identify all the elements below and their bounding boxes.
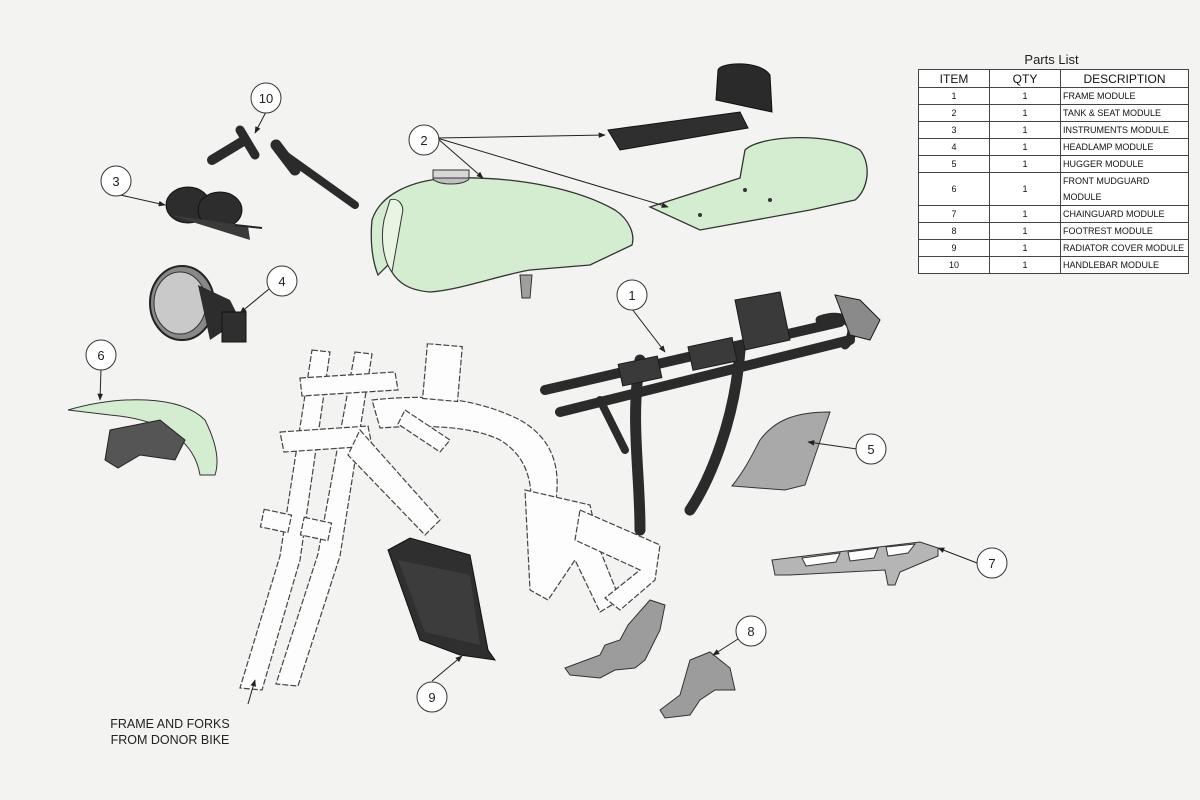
callout-2: 2: [408, 124, 440, 156]
svg-text:4: 4: [278, 274, 285, 289]
callout-9: 9: [416, 681, 448, 713]
cell-description: TANK & SEAT MODULE: [1060, 104, 1189, 122]
callout-5: 5: [855, 433, 887, 465]
parts-list-title: Parts List: [1024, 52, 1079, 67]
front-mudguard-part: [67, 399, 218, 476]
table-row: 5 1 HUGGER MODULE: [918, 155, 1189, 173]
cell-qty: 1: [989, 138, 1061, 156]
table-row: 1 1 FRAME MODULE: [918, 87, 1189, 105]
chainguard-part: [771, 541, 939, 586]
callout-4: 4: [266, 265, 298, 297]
table-row: 3 1 INSTRUMENTS MODULE: [918, 121, 1189, 139]
cell-qty: 1: [989, 104, 1061, 122]
hugger-part: [731, 411, 831, 491]
caption-line-1: FRAME AND FORKS: [110, 717, 230, 731]
fuel-tank-part: [370, 169, 634, 299]
table-row: 8 1 FOOTREST MODULE: [918, 222, 1189, 240]
callout-10: 10: [250, 82, 282, 114]
cell-item: 10: [918, 256, 990, 274]
cell-description: INSTRUMENTS MODULE: [1060, 121, 1189, 139]
cell-item: 2: [918, 104, 990, 122]
seat-pad-part: [607, 63, 773, 151]
cell-item: 5: [918, 155, 990, 173]
svg-text:8: 8: [747, 624, 754, 639]
table-row: 2 1 TANK & SEAT MODULE: [918, 104, 1189, 122]
cell-description: HANDLEBAR MODULE: [1060, 256, 1189, 274]
svg-text:7: 7: [988, 556, 995, 571]
table-row: 7 1 CHAINGUARD MODULE: [918, 205, 1189, 223]
cell-description: CHAINGUARD MODULE: [1060, 205, 1189, 223]
cell-qty: 1: [989, 256, 1061, 274]
svg-text:10: 10: [259, 91, 273, 106]
donor-frame-caption: FRAME AND FORKS FROM DONOR BIKE: [100, 716, 240, 748]
callout-1: 1: [616, 279, 648, 311]
svg-text:2: 2: [420, 133, 427, 148]
seat-base-part: [648, 136, 868, 231]
cell-description: FRONT MUDGUARD MODULE: [1060, 172, 1189, 206]
cell-description: FOOTREST MODULE: [1060, 222, 1189, 240]
parts-list-header-row: ITEM QTY DESCRIPTION: [918, 69, 1189, 88]
svg-text:5: 5: [867, 442, 874, 457]
instruments-part: [165, 186, 263, 240]
cell-description: RADIATOR COVER MODULE: [1060, 239, 1189, 257]
cell-item: 8: [918, 222, 990, 240]
parts-list-table: ITEM QTY DESCRIPTION 1 1 FRAME MODULE 2 …: [918, 69, 1189, 274]
callout-7: 7: [976, 547, 1008, 579]
callout-6: 6: [85, 339, 117, 371]
callout-3: 3: [100, 165, 132, 197]
cell-item: 1: [918, 87, 990, 105]
cell-description: FRAME MODULE: [1060, 87, 1189, 105]
cell-item: 6: [918, 172, 990, 206]
cell-qty: 1: [989, 239, 1061, 257]
cell-qty: 1: [989, 172, 1061, 206]
column-header-qty: QTY: [989, 69, 1061, 88]
cell-item: 9: [918, 239, 990, 257]
cell-qty: 1: [989, 222, 1061, 240]
table-row: 10 1 HANDLEBAR MODULE: [918, 256, 1189, 274]
cell-item: 4: [918, 138, 990, 156]
cell-qty: 1: [989, 155, 1061, 173]
cell-description: HEADLAMP MODULE: [1060, 138, 1189, 156]
svg-text:1: 1: [628, 288, 635, 303]
handlebar-part: [207, 125, 359, 209]
svg-text:9: 9: [428, 690, 435, 705]
callout-8: 8: [735, 615, 767, 647]
headlamp-part: [149, 265, 247, 343]
cell-description: HUGGER MODULE: [1060, 155, 1189, 173]
radiator-cover-part: [387, 537, 497, 661]
cell-item: 3: [918, 121, 990, 139]
table-row: 4 1 HEADLAMP MODULE: [918, 138, 1189, 156]
table-row: 9 1 RADIATOR COVER MODULE: [918, 239, 1189, 257]
table-row: 6 1 FRONT MUDGUARD MODULE: [918, 172, 1189, 206]
footrest-part: [564, 599, 736, 719]
leader-lines: [97, 111, 978, 705]
donor-frame-outline: [239, 342, 661, 691]
column-header-description: DESCRIPTION: [1060, 69, 1189, 88]
cell-qty: 1: [989, 87, 1061, 105]
column-header-item: ITEM: [918, 69, 990, 88]
cell-qty: 1: [989, 121, 1061, 139]
svg-text:3: 3: [112, 174, 119, 189]
svg-text:6: 6: [97, 348, 104, 363]
cell-item: 7: [918, 205, 990, 223]
cell-qty: 1: [989, 205, 1061, 223]
caption-line-2: FROM DONOR BIKE: [110, 733, 230, 747]
